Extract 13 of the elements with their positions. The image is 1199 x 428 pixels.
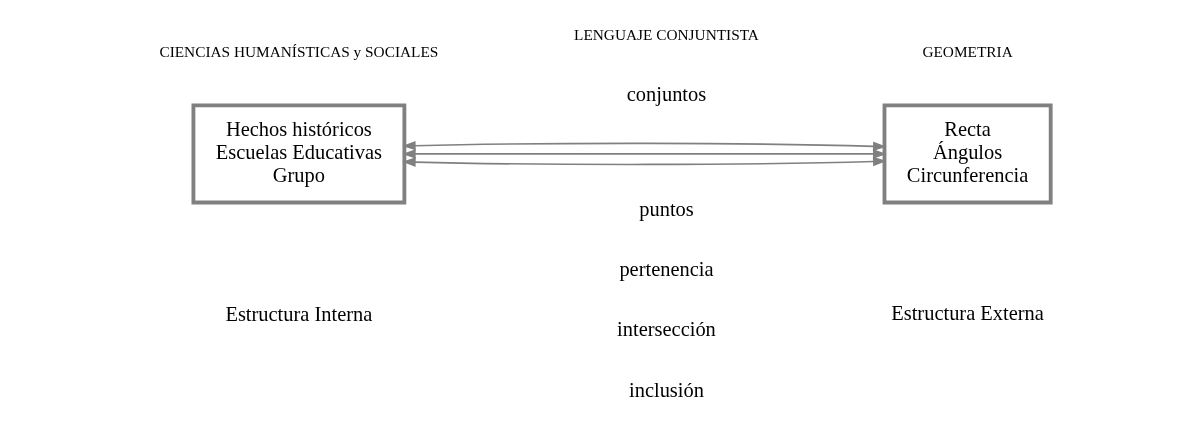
label: conjuntos xyxy=(626,83,706,106)
label: CIENCIAS HUMANÍSTICAS y SOCIALES xyxy=(158,42,438,60)
label: Estructura Interna xyxy=(224,303,372,326)
label: pertenencia xyxy=(618,258,714,281)
node-box: Hechos históricos Escuelas Educativas Grupo xyxy=(191,103,406,205)
label: GEOMETRIA xyxy=(921,42,1013,60)
label: LENGUAJE CONJUNTISTA xyxy=(573,26,759,44)
label: Estructura Externa xyxy=(890,301,1044,324)
node-box: Recta Ángulos Circunferencia xyxy=(882,103,1053,205)
label: puntos xyxy=(638,198,694,221)
label: inclusión xyxy=(628,378,704,401)
label: intersección xyxy=(616,318,716,341)
arrow xyxy=(401,140,887,152)
